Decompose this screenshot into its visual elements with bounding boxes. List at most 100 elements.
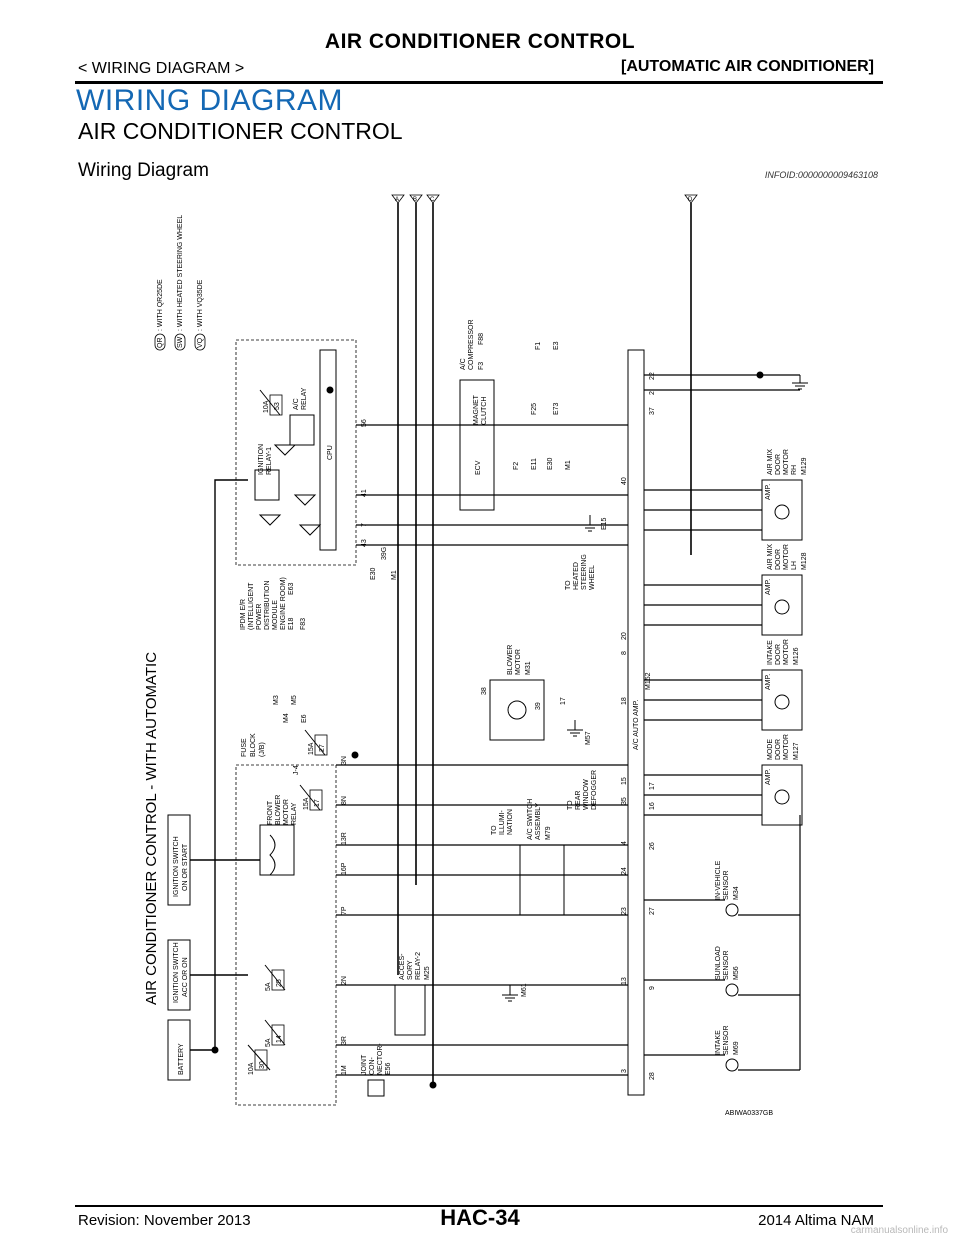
amp-pin-20: 20 (621, 632, 628, 640)
in-vehicle-conn: M34 (733, 886, 740, 900)
connector-d: D (688, 197, 693, 203)
harness-7: 7 (361, 523, 368, 527)
sunload-1: SENSOR (723, 950, 730, 980)
harness-3r: 3R (341, 1036, 348, 1045)
harness-e3: E3 (553, 341, 560, 350)
clutch-label-0: MAGNET (473, 394, 480, 425)
legend-code-vq: VQ (197, 337, 204, 348)
joint-label-2: NECTOR- (377, 1043, 384, 1075)
amp-pin-9: 9 (649, 986, 656, 990)
ac-auto-amp-conn: M152 (645, 672, 652, 690)
fuse-num-14: 14 (276, 1035, 283, 1043)
ref-code: ABIWA0337GB (725, 1110, 773, 1117)
harness-m1: M1 (391, 570, 398, 580)
airmix-lh-conn: M128 (801, 552, 808, 570)
fuse-num-17: 17 (314, 799, 321, 807)
legend-text-vq: : WITH VQ35DE (197, 279, 204, 331)
fbr-conn: J-4 (293, 765, 300, 775)
acc-relay-label-2: RELAY-2 (415, 952, 422, 980)
amp-pin-4: 4 (621, 841, 628, 845)
amp-pin-35: 35 (621, 797, 628, 805)
fuse-conn-m3: M3 (273, 695, 280, 705)
amp-pin-15: 15 (621, 777, 628, 785)
ac-auto-amp-box (627, 349, 645, 1096)
harness-e30: E30 (370, 567, 377, 580)
blower-motor-conn: M31 (525, 661, 532, 675)
amp-pin-22: 22 (649, 372, 656, 380)
ignition-switch-on-box: IGNITION SWITCH ON OR START (167, 814, 191, 906)
mode-door-1: DOOR (775, 739, 782, 760)
sunload-conn: M56 (733, 966, 740, 980)
ipdm-conn-e63: E63 (288, 582, 295, 595)
ac-relay-label-1: RELAY (301, 387, 308, 410)
ipdm-label-4: MODULE (272, 600, 279, 630)
airmix-rh-2: MOTOR (783, 449, 790, 475)
fuse-num-27: 27 (319, 744, 326, 752)
harness-f2: F2 (513, 462, 520, 470)
airmix-lh-3: LH (791, 561, 798, 570)
amp-pin-27: 27 (649, 907, 656, 915)
footer-model: 2014 Altima NAM (758, 1212, 874, 1229)
harness-m1b: M1 (565, 460, 572, 470)
battery-label: BATTERY (178, 1043, 185, 1075)
header-section: [AUTOMATIC AIR CONDITIONER] (620, 58, 874, 75)
blower-motor-symbol (507, 700, 527, 720)
fuse-amp-17: 15A (303, 797, 310, 810)
harness-56: 56 (361, 419, 368, 427)
blower-motor-label-1: MOTOR (515, 649, 522, 675)
ipdm-label-2: POWER (256, 604, 263, 630)
connector-c: C (430, 197, 435, 203)
to-rear-1: REAR (575, 791, 582, 810)
harness-8n: 8N (341, 796, 348, 805)
ipdm-conn-e18: E18 (288, 617, 295, 630)
to-heated-3: WHEEL (589, 565, 596, 590)
intake-door-1: DOOR (775, 644, 782, 665)
airmix-rh-3: RH (791, 465, 798, 475)
ign-on-label-2: ON OR START (182, 843, 189, 891)
to-illumi-2: NATION (507, 809, 514, 835)
amp-pin-2: 2 (649, 391, 656, 395)
harness-f25: F25 (531, 403, 538, 415)
amp-pin-18: 18 (621, 697, 628, 705)
joint-connector-box (367, 1079, 385, 1097)
joint-label-1: CON- (369, 1056, 376, 1075)
amp-label-lh: AMP. (765, 579, 772, 595)
header-title: AIR CONDITIONER CONTROL (324, 30, 636, 53)
ipdm-internals (254, 349, 337, 551)
airmix-rh-1: DOOR (775, 454, 782, 475)
header-breadcrumb: < WIRING DIAGRAM > (78, 60, 245, 77)
footer-divider (75, 1205, 883, 1207)
intake-sensor-0: INTAKE (715, 1030, 722, 1055)
fbr-label-3: RELAY (291, 802, 298, 825)
amp-pin-38: 38 (481, 687, 488, 695)
harness-3n: 3N (341, 756, 348, 765)
harness-13r: 13R (341, 832, 348, 845)
section-title: WIRING DIAGRAM (76, 84, 343, 117)
harness-7p: 7P (341, 906, 348, 915)
fuse-amp-27: 15A (308, 742, 315, 755)
fuse-conn-e6: E6 (301, 714, 308, 723)
fuse-block-region (235, 764, 337, 1106)
watermark: carmanualsonline.info (850, 1225, 948, 1236)
ac-switch-label-1: ASSEMBLY (535, 802, 542, 840)
fbr-label-2: MOTOR (283, 799, 290, 825)
fuse-amp-53: 10A (263, 400, 270, 413)
ipdm-label-3: DISTRIBUTION (264, 581, 271, 630)
amp-pin-39: 39 (535, 702, 542, 710)
battery-wire (190, 479, 248, 1051)
bus-wires (397, 203, 692, 1085)
amp-pin-16: 16 (649, 802, 656, 810)
in-vehicle-1: SENSOR (723, 870, 730, 900)
info-id: INFOID:0000000009463108 (764, 170, 878, 180)
amp-pin-40: 40 (621, 477, 628, 485)
legend-text-sw: : WITH HEATED STEERING WHEEL (177, 215, 184, 331)
amp-label-rh: AMP. (765, 484, 772, 500)
harness-16p: 16P (341, 862, 348, 875)
to-heated-1: HEATED (573, 562, 580, 590)
connector-a: A (395, 197, 399, 203)
airmix-lh-1: DOOR (775, 549, 782, 570)
ipdm-region (235, 339, 357, 566)
ac-auto-amp-label: A/C AUTO AMP. (633, 700, 640, 750)
connector-triangles (391, 194, 698, 204)
amp-label-mode: AMP. (765, 769, 772, 785)
